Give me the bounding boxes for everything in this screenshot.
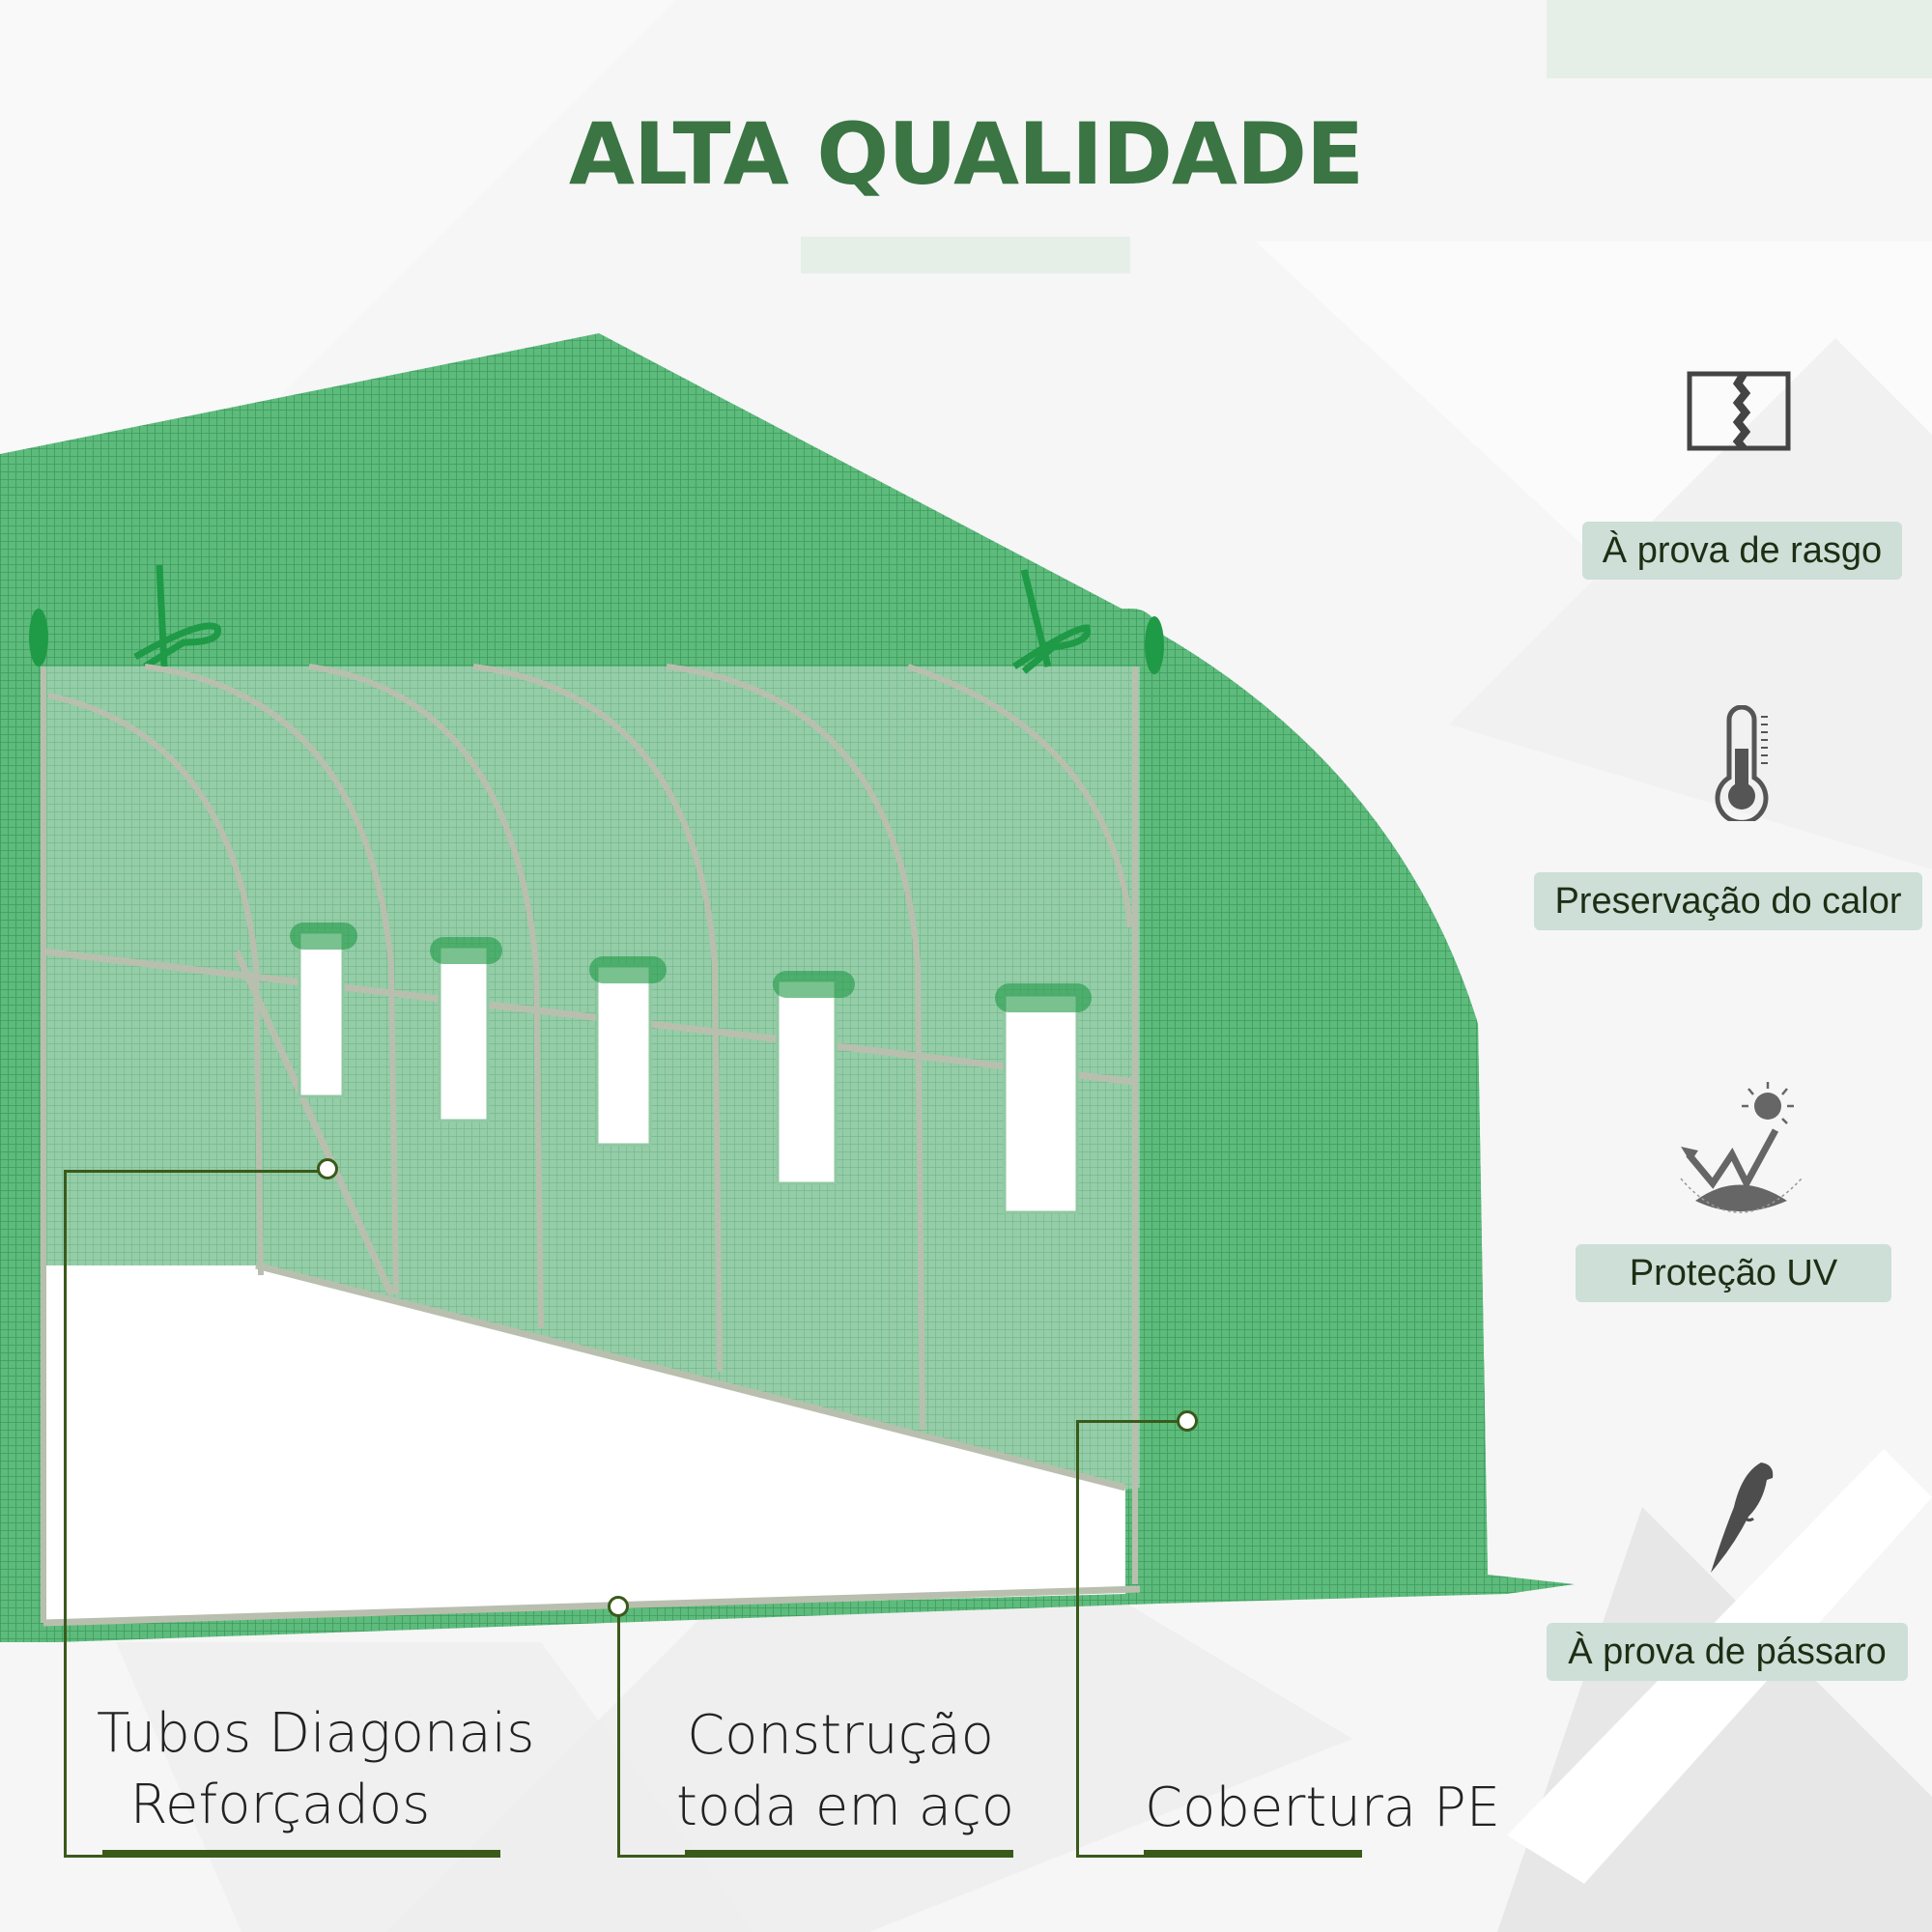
feature-label-uv-protection: Proteção UV bbox=[1576, 1244, 1891, 1302]
uv-sun-reflect-icon bbox=[1680, 1082, 1803, 1213]
torn-fabric-icon bbox=[1687, 371, 1791, 451]
callout-line-2: toda em aço bbox=[676, 1776, 1015, 1838]
page-title: ALTA QUALIDADE bbox=[568, 104, 1364, 204]
callout-diagonal-tubes: Tubos Diagonais Reforçados bbox=[97, 1698, 535, 1841]
leader-line-steel-h bbox=[617, 1855, 685, 1858]
callout-dot-pe-cover bbox=[1177, 1410, 1198, 1432]
callout-line-2: Reforçados bbox=[129, 1774, 431, 1836]
callout-pe-cover: Cobertura PE bbox=[1145, 1776, 1501, 1839]
leader-line-diagonal-tubes bbox=[64, 1170, 328, 1173]
callout-dot-steel bbox=[608, 1596, 629, 1617]
leader-line-pe-cover-h bbox=[1076, 1855, 1144, 1858]
callout-dot-diagonal-tubes bbox=[317, 1158, 338, 1179]
callout-line-1: Construção bbox=[687, 1704, 994, 1767]
callout-underline-diagonal-tubes bbox=[102, 1850, 500, 1858]
callout-steel-construction: Construção toda em aço bbox=[676, 1700, 1015, 1843]
leader-line-pe-cover-v bbox=[1076, 1420, 1079, 1858]
title-accent-bar bbox=[801, 237, 1130, 273]
leader-line-diagonal-tubes-v bbox=[64, 1170, 67, 1858]
corner-accent-block bbox=[1547, 0, 1932, 78]
leader-line-diagonal-tubes-h bbox=[64, 1855, 102, 1858]
thermometer-icon bbox=[1715, 705, 1769, 821]
callout-line-1: Tubos Diagonais bbox=[97, 1702, 535, 1765]
feature-label-bird-proof: À prova de pássaro bbox=[1547, 1623, 1908, 1681]
feature-label-heat-preservation: Preservação do calor bbox=[1534, 872, 1922, 930]
parrot-bird-icon bbox=[1711, 1463, 1774, 1573]
callout-underline-steel bbox=[685, 1850, 1013, 1858]
callout-underline-pe-cover bbox=[1144, 1850, 1362, 1858]
greenhouse-illustration bbox=[0, 333, 1575, 1642]
leader-line-pe-cover bbox=[1076, 1420, 1187, 1423]
feature-label-tear-proof: À prova de rasgo bbox=[1582, 522, 1902, 580]
leader-line-steel bbox=[617, 1613, 620, 1858]
